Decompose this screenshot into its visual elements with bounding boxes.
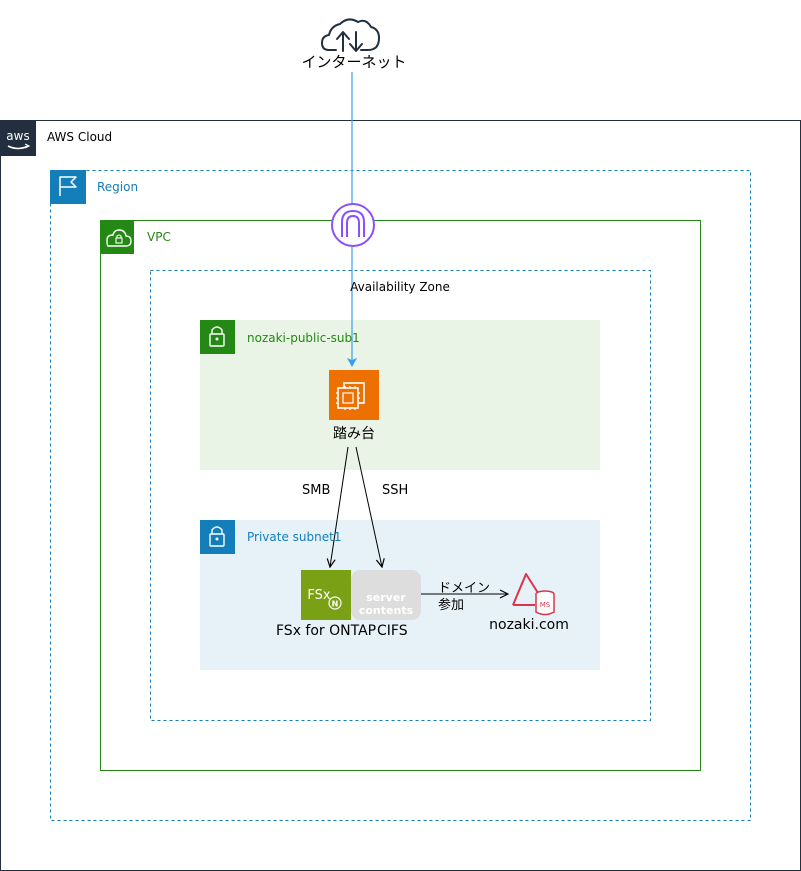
public-subnet-group xyxy=(200,320,600,470)
svg-text:aws: aws xyxy=(6,129,29,143)
aws-cloud-label: AWS Cloud xyxy=(47,130,113,144)
microsoft-ad-icon: MS xyxy=(512,573,555,616)
svg-text:FSx: FSx xyxy=(307,588,331,603)
domain-join-label-line2: 参加 xyxy=(438,598,465,613)
vpc-group xyxy=(100,220,701,771)
fsx-label: FSx for ONTAP xyxy=(276,623,377,639)
public-subnet-label: nozaki-public-sub1 xyxy=(247,331,360,345)
domain-label: nozaki.com xyxy=(489,617,569,633)
internet-label: インターネット xyxy=(301,53,407,71)
vpc-cloud-icon xyxy=(100,220,134,254)
private-subnet-label: Private subnet1 xyxy=(247,530,342,544)
cifs-label: CIFS xyxy=(377,623,408,639)
svg-text:contents: contents xyxy=(359,604,414,617)
lock-icon xyxy=(200,320,235,354)
ec2-instance-icon xyxy=(329,370,379,420)
ssh-connection-arrow xyxy=(355,446,382,567)
smb-connection-arrow xyxy=(330,446,349,567)
availability-zone-group xyxy=(150,270,651,721)
region-label: Region xyxy=(97,180,139,194)
svg-text:server: server xyxy=(366,591,406,604)
bastion-label: 踏み台 xyxy=(333,426,375,442)
lock-icon xyxy=(200,520,235,554)
ssh-label: SSH xyxy=(382,483,409,498)
fsx-icon: FSx N xyxy=(301,570,351,620)
svg-text:N: N xyxy=(332,600,339,609)
domain-join-label-line1: ドメイン xyxy=(438,581,491,596)
internet-cloud-icon xyxy=(321,18,380,52)
aws-logo-icon: aws xyxy=(0,120,36,156)
vpc-label: VPC xyxy=(147,230,171,244)
region-group xyxy=(50,170,751,821)
internet-gateway-icon xyxy=(331,203,375,247)
flag-icon xyxy=(50,170,86,204)
availability-zone-label: Availability Zone xyxy=(350,280,450,294)
svg-text:MS: MS xyxy=(540,601,551,609)
smb-label: SMB xyxy=(302,483,331,498)
server-contents-icon: server contents xyxy=(351,570,421,620)
